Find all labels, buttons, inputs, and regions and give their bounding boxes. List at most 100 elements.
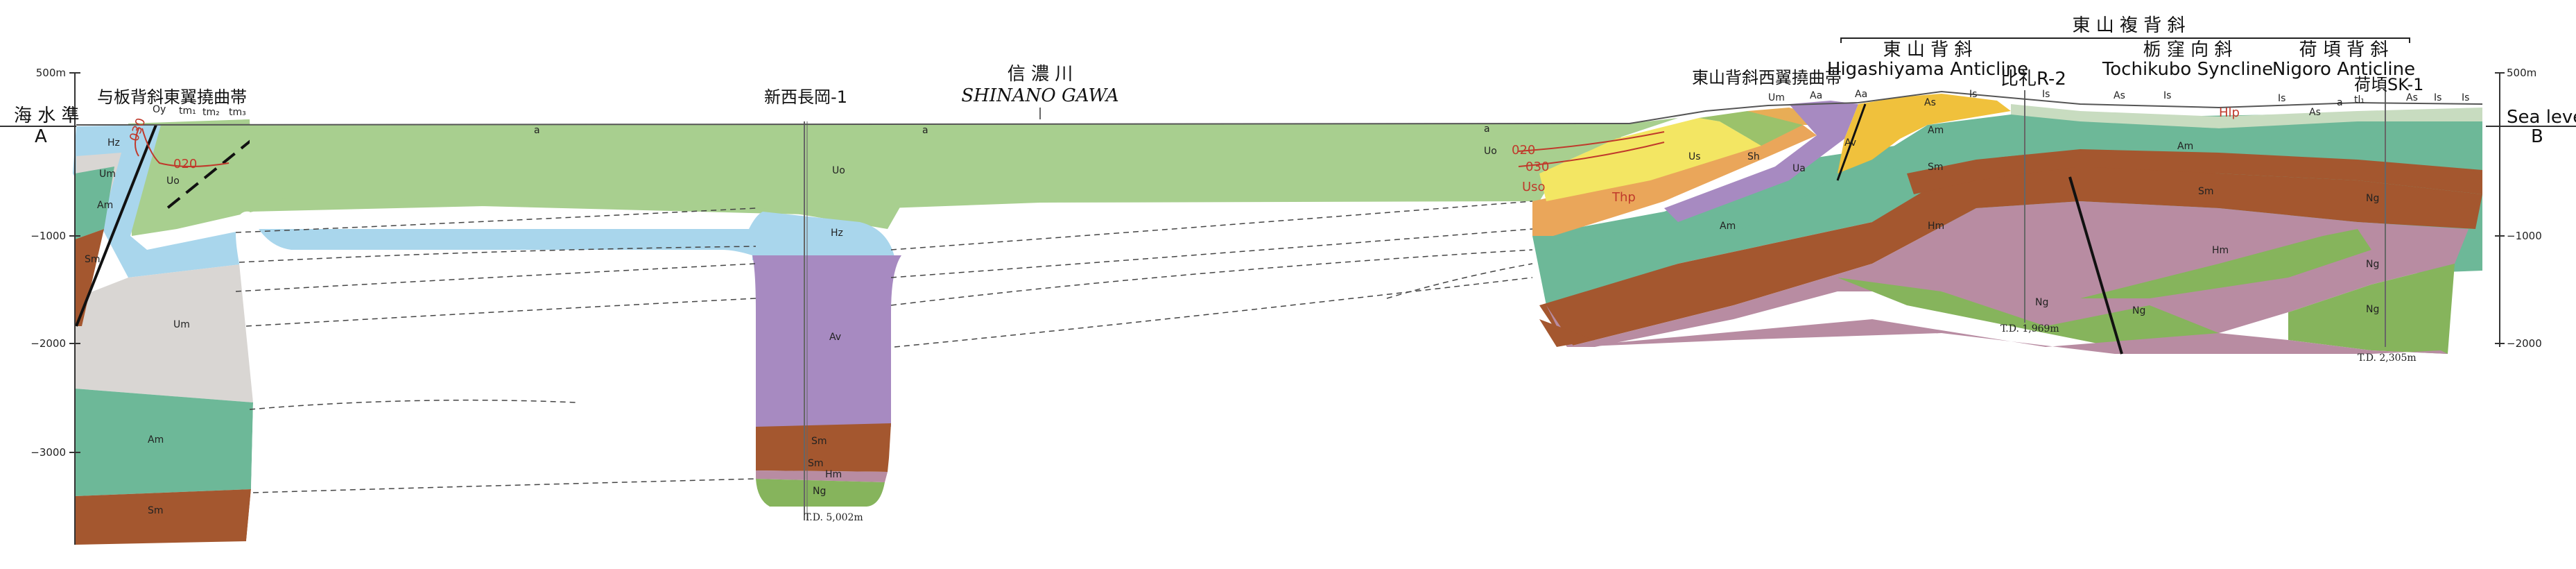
river-en: SHINANO GAWA — [961, 85, 1118, 106]
left-scale-500: 500m — [36, 67, 66, 79]
unit-label: Sm — [811, 436, 827, 447]
fault-east-1 — [2068, 176, 2123, 355]
surface-labels: Oy tm₁ tm₂ tm₃ a a a Um Aa Aa As As Is I… — [153, 89, 2469, 136]
left-depth-scale: 500m −1000 −2000 −3000 — [31, 67, 80, 545]
unit-label: Am — [2177, 141, 2193, 152]
unit-am-left — [75, 167, 114, 239]
unit-hm-east-lower — [1546, 305, 2448, 354]
horizon-label: Thp — [1611, 190, 1636, 205]
horizon-020-left — [141, 128, 230, 167]
unit-sm-east-lower — [1539, 319, 1595, 347]
unit-label: Uo — [166, 176, 180, 187]
well-shinnishi-td: T.D. 5,002m — [804, 512, 863, 523]
interior-gap-east — [894, 208, 1539, 347]
unit-ng-east-3 — [2080, 229, 2371, 298]
surface-label: tm₁ — [179, 105, 196, 117]
unit-am-east-west — [1539, 160, 1838, 298]
unit-label: Uo — [1484, 146, 1497, 157]
unit-label: Sm — [1928, 162, 1944, 173]
fault-left — [75, 124, 157, 327]
unit-label: Av — [1844, 137, 1856, 148]
unit-sh-east — [1699, 111, 1803, 146]
sea-level-jp: 海 水 準 — [14, 105, 80, 126]
unit-label: Ng — [2366, 193, 2379, 204]
surface-label: Is — [2278, 93, 2285, 104]
surface-label: Aa — [1855, 89, 1867, 100]
unit-label: Am — [148, 434, 164, 445]
right-scale-2000: −2000 — [2507, 337, 2542, 350]
unit-label: Ng — [2366, 304, 2379, 315]
unit-ng-central — [756, 479, 885, 507]
surface-label: Aa — [1810, 90, 1822, 101]
nigoro-en: Nigoro Anticline — [2272, 59, 2415, 80]
complex-bracket — [1840, 37, 2410, 43]
surface-label: Is — [2462, 92, 2469, 103]
right-scale-500: 500m — [2507, 67, 2536, 79]
unit-ng-east-1 — [1838, 278, 2240, 347]
tochikubo-jp: 栃 窪 向 斜 — [2143, 40, 2233, 60]
horizon-label: Uso — [1522, 180, 1546, 194]
unit-uo-left — [128, 119, 253, 236]
surface-label: Um — [1768, 92, 1785, 103]
surface-label: a — [2337, 97, 2343, 108]
unit-label: Am — [1720, 221, 1736, 232]
unit-label: Sm — [2198, 186, 2214, 197]
left-scale-3000: −3000 — [31, 446, 66, 459]
surface-label: As — [2406, 92, 2418, 103]
unit-label: Hm — [825, 469, 842, 480]
zone-mid-title: 東山背斜西翼撓曲帯 — [1692, 68, 1842, 87]
correlation-lines — [235, 201, 1533, 493]
well-nigoro-name: 荷頃SK-1 — [2354, 75, 2423, 94]
zone-left-title: 与板背斜東翼撓曲帯 — [97, 87, 247, 107]
unit-label: Ng — [813, 486, 826, 497]
surface-label: Is — [1969, 89, 1977, 100]
unit-label: Um — [99, 169, 116, 180]
unit-uso-east — [1532, 125, 1817, 236]
surface-label: tm₂ — [202, 107, 220, 118]
unit-label: Um — [173, 319, 190, 330]
river-jp: 信 濃 川 — [1008, 64, 1073, 85]
well-shinnishi-name: 新西長岡-1 — [764, 87, 847, 107]
central-basin — [128, 119, 1630, 520]
surface-label: Is — [2434, 92, 2441, 103]
unit-label: Ng — [2366, 259, 2379, 270]
unit-label: Sm — [148, 505, 164, 516]
right-depth-scale: 500m −1000 −2000 — [2495, 67, 2542, 350]
horizon-030-east — [1518, 142, 1665, 167]
unit-label: Sm — [85, 254, 101, 265]
horizon-label: 020 — [1512, 143, 1535, 158]
sea-level-en: Sea level — [2507, 107, 2576, 128]
unit-um-left-deep — [75, 264, 253, 402]
unit-sm-central-2 — [756, 458, 889, 472]
surface-label: tm₃ — [229, 107, 246, 118]
east-block — [1518, 87, 2482, 355]
surface-label: tl₁ — [2354, 94, 2365, 105]
ground-surface — [76, 90, 2483, 126]
unit-label: Hm — [1928, 221, 1944, 232]
horizon-020-east — [1518, 131, 1665, 152]
unit-hm-central — [756, 470, 888, 482]
surface-label: Is — [2163, 90, 2171, 101]
unit-uo-east-edge — [1525, 118, 1678, 173]
left-scale-2000: −2000 — [31, 337, 66, 350]
unit-label: Hz — [831, 228, 843, 239]
right-scale-1000: −1000 — [2507, 230, 2542, 242]
unit-uo-central — [128, 119, 1630, 215]
horizon-label: Hlp — [2219, 105, 2240, 120]
surface-label: As — [2113, 90, 2125, 101]
unit-label: Hm — [2212, 245, 2229, 256]
section-end-a: A — [35, 126, 47, 147]
unit-label: Us — [1688, 151, 1701, 162]
horizon-labels: 030 020 020 030 Uso Thp Hlp — [127, 105, 2240, 205]
unit-label: Ua — [1792, 163, 1806, 174]
left-block — [73, 119, 254, 545]
unit-label: As — [1924, 97, 1936, 108]
higashiyama-jp: 東 山 背 斜 — [1883, 40, 1973, 60]
unit-hz-central — [236, 212, 894, 260]
unit-sm-left — [75, 229, 104, 326]
well-hizure-name: 比礼R-2 — [2000, 69, 2066, 90]
unit-uo-inner — [250, 198, 901, 229]
surface-label: a — [534, 125, 540, 136]
unit-av-central — [752, 255, 901, 430]
